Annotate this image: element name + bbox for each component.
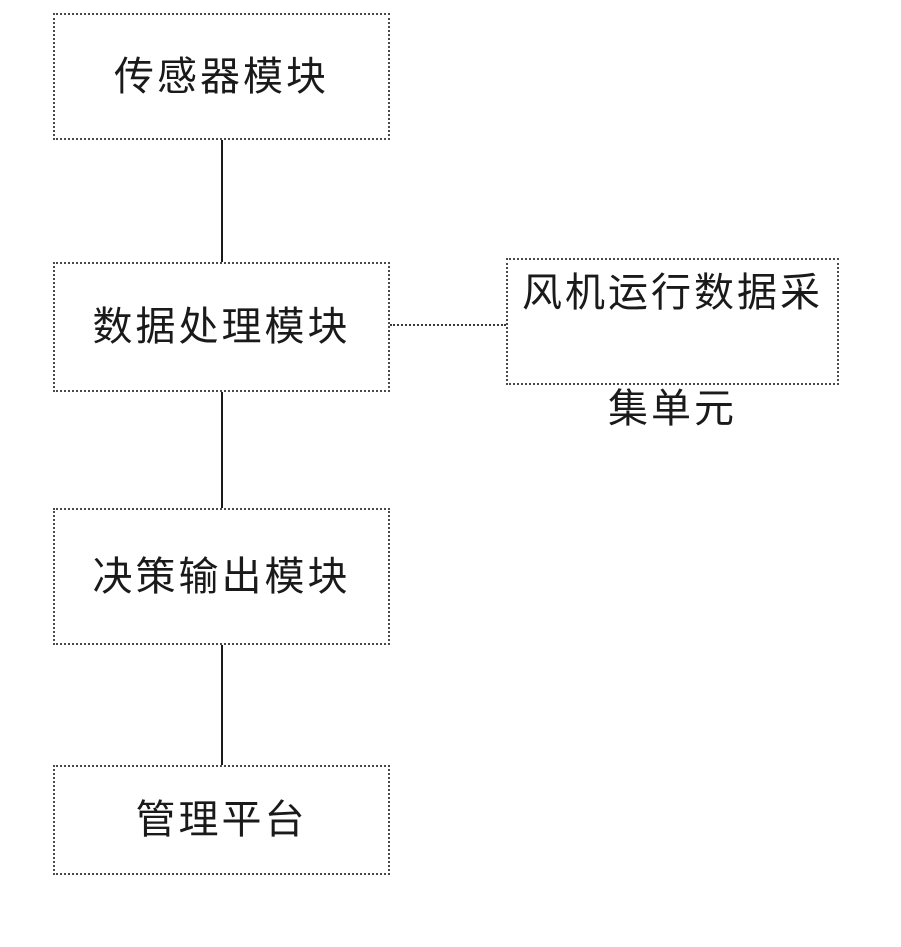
box-fan-data-collection-unit: 风机运行数据采 集单元	[506, 258, 839, 432]
box-fan-data-collection-unit-label: 风机运行数据采 集单元	[522, 206, 823, 438]
fan-unit-label-line2: 集单元	[608, 385, 737, 432]
connector-decision-to-platform	[221, 645, 223, 765]
connector-sensor-to-processing	[221, 140, 223, 262]
fan-unit-label-line1: 风机运行数据采	[522, 269, 823, 316]
box-decision-output-module: 决策输出模块	[53, 508, 390, 645]
box-sensor-module: 传感器模块	[53, 13, 390, 140]
box-decision-output-module-label: 决策输出模块	[92, 553, 351, 600]
box-data-processing-module-label: 数据处理模块	[92, 304, 351, 350]
box-sensor-module-label: 传感器模块	[114, 53, 329, 100]
box-management-platform: 管理平台	[53, 765, 390, 875]
connector-processing-to-decision	[221, 392, 223, 508]
connector-processing-to-fan-unit	[390, 324, 506, 326]
box-management-platform-label: 管理平台	[135, 797, 308, 843]
box-data-processing-module: 数据处理模块	[53, 262, 390, 392]
